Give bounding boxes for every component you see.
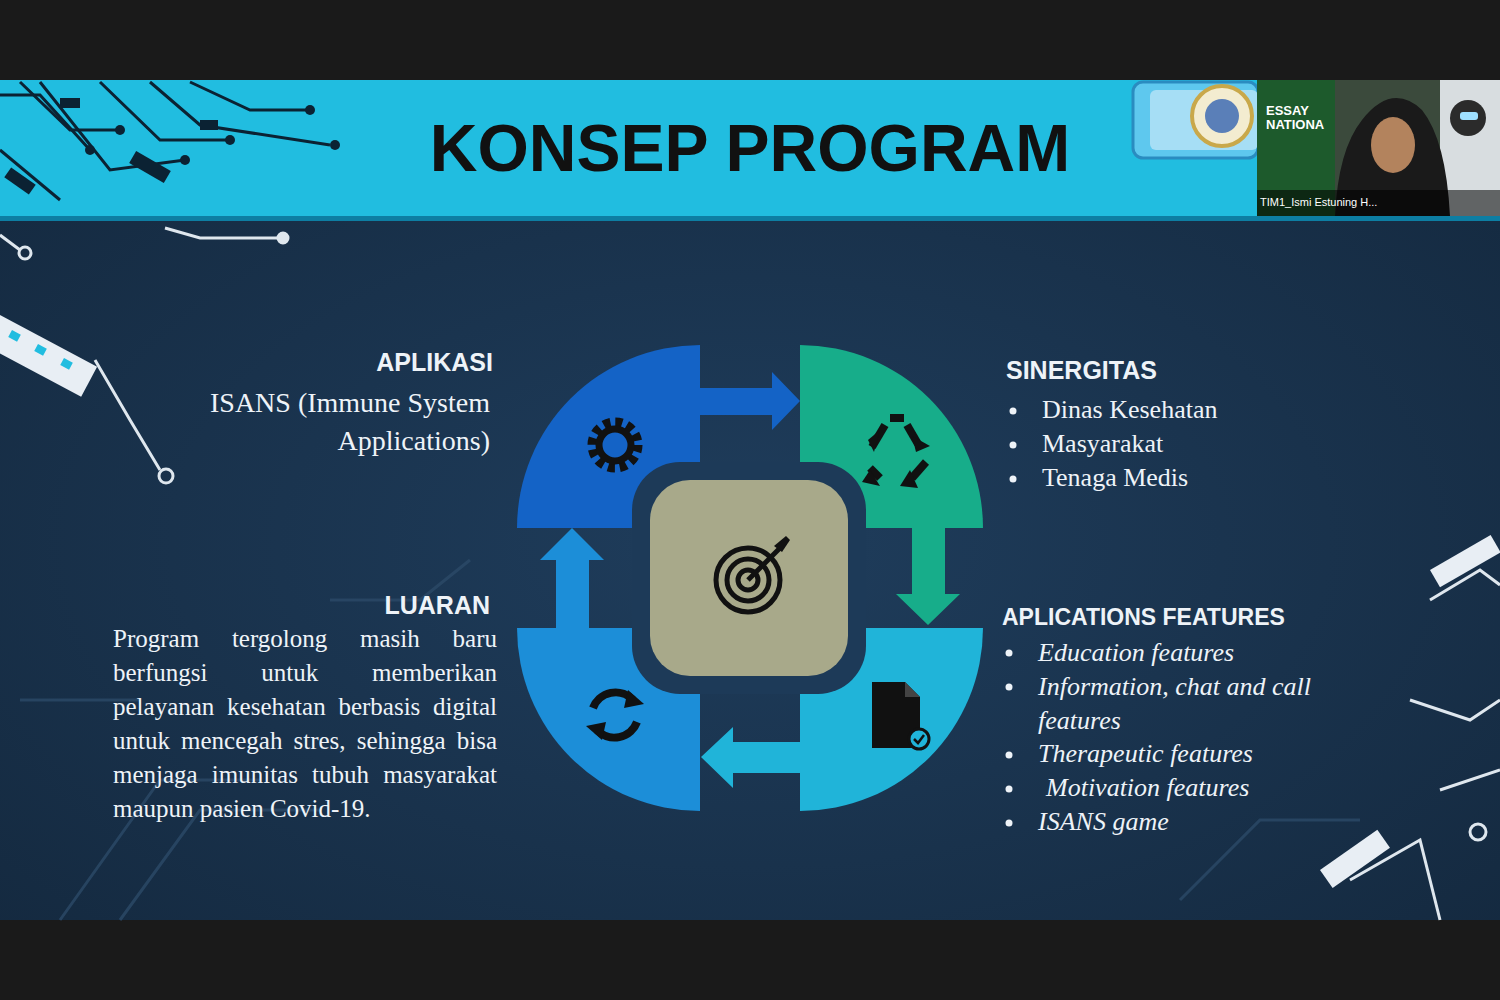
slide-title: KONSEP PROGRAM bbox=[380, 108, 1120, 188]
list-item: Tenaga Medis bbox=[1042, 461, 1342, 495]
section-heading: APLIKASI bbox=[250, 347, 493, 377]
feature-item: Therapeutic features bbox=[1038, 737, 1368, 771]
feature-item: Education features bbox=[1038, 636, 1368, 670]
app-name: ISANS (Immune System Applications) bbox=[150, 384, 490, 460]
participant-name: TIM1_Ismi Estuning H... bbox=[1260, 195, 1430, 209]
feature-item: ISANS game bbox=[1038, 805, 1368, 839]
feature-item: Motivation features bbox=[1046, 771, 1376, 805]
webcam-banner: ESSAY NATIONA bbox=[1266, 104, 1338, 132]
section-heading: SINERGITAS bbox=[1006, 355, 1306, 385]
body-text: Program tergolong masih baru berfungsi u… bbox=[113, 622, 497, 826]
feature-item: Information, chat and call features bbox=[1038, 670, 1348, 738]
list-item: Masyarakat bbox=[1042, 427, 1342, 461]
section-heading: LUARAN bbox=[250, 590, 490, 620]
section-heading: APLICATIONS FEATURES bbox=[1002, 602, 1402, 632]
list-item: Dinas Kesehatan bbox=[1042, 393, 1342, 427]
